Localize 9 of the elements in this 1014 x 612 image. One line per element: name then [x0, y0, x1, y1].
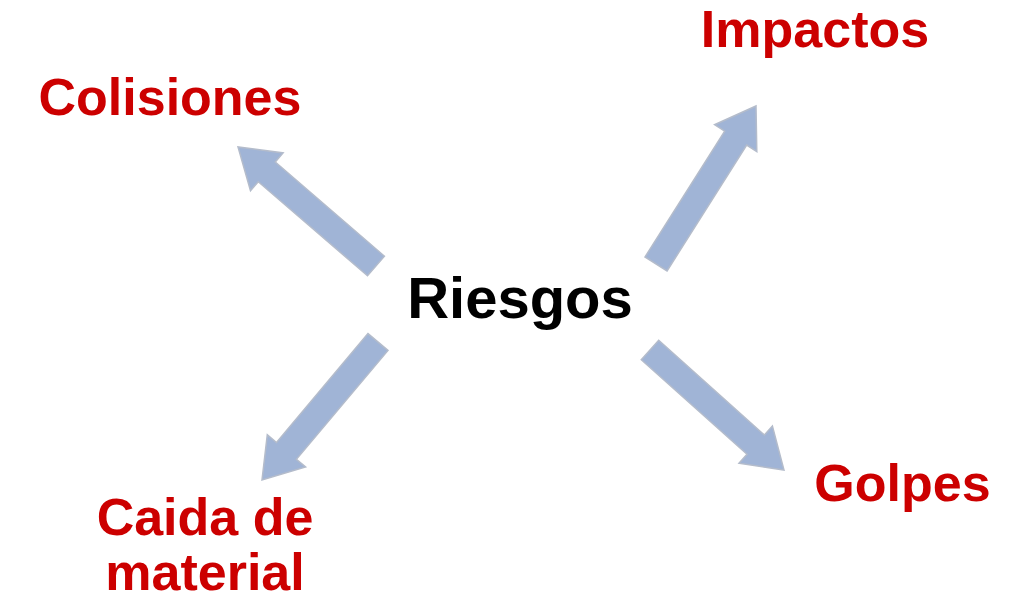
arrow — [236, 146, 386, 277]
risk-label: Impactos — [670, 2, 960, 57]
risk-label: Golpes — [795, 456, 1010, 511]
arrow — [643, 104, 758, 273]
arrow — [640, 339, 785, 471]
risk-label: Colisiones — [10, 70, 330, 125]
central-label: Riesgos — [395, 268, 645, 329]
arrow — [261, 332, 390, 482]
risk-label: Caida de material — [60, 490, 350, 600]
